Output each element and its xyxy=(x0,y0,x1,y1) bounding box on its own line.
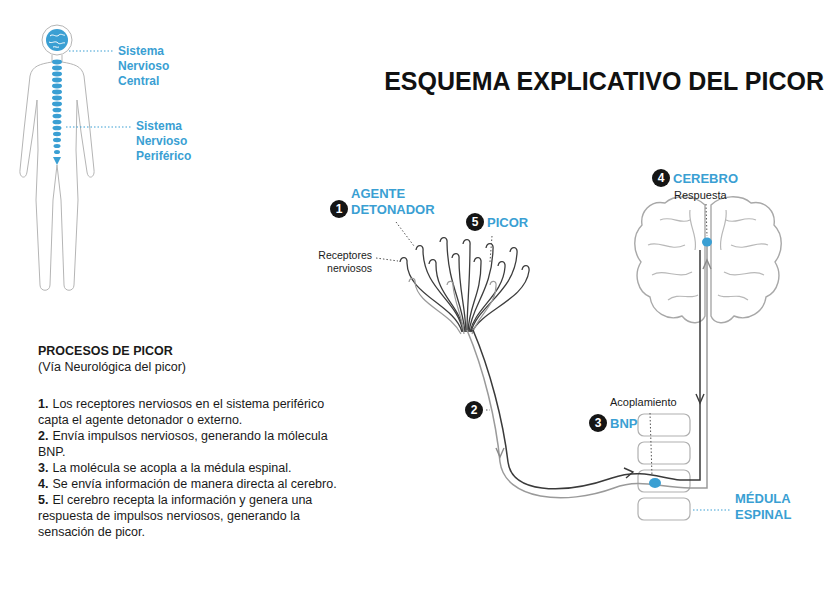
step-number: 5. xyxy=(38,493,48,507)
callout-number: 5 xyxy=(466,213,484,231)
callout-node: 5PICOR xyxy=(466,213,528,231)
diagram-title: ESQUEMA EXPLICATIVO DEL PICOR xyxy=(384,66,824,96)
section-heading: PROCESOS DE PICOR xyxy=(38,343,173,359)
receptor-branch xyxy=(416,246,463,332)
process-step: 5.El cerebro recepta la información y ge… xyxy=(38,492,356,540)
diagram-leaders xyxy=(376,204,707,476)
brain-outline xyxy=(635,197,782,323)
nerve-pathway xyxy=(473,250,700,489)
callout-number: 2 xyxy=(465,401,483,419)
leader-line xyxy=(396,222,414,246)
leader-line xyxy=(66,127,132,128)
receptor-branch xyxy=(469,244,493,332)
callout-label: PICOR xyxy=(487,215,528,231)
step-number: 1. xyxy=(38,397,48,411)
vertebra xyxy=(638,498,690,520)
part-label: Respuesta xyxy=(674,189,727,202)
leader-line xyxy=(376,258,398,261)
system-label: Sistema Nervioso Central xyxy=(118,44,169,89)
leader-line xyxy=(693,510,731,511)
callout-node: 2 xyxy=(465,401,483,419)
vertebra xyxy=(638,442,690,464)
process-step: 4. Se envía información de manera directa… xyxy=(38,476,356,492)
bnp-dot xyxy=(649,478,661,488)
step-text: El cerebro recepta la información y gene… xyxy=(38,493,312,539)
part-label: Receptores nerviosos xyxy=(318,249,372,275)
brain-hemisphere xyxy=(711,197,781,323)
part-label: Acoplamiento xyxy=(610,396,677,409)
process-step: 1.Los receptores nerviosos en el sistema… xyxy=(38,396,356,428)
step-text: Se envía información de manera directa a… xyxy=(52,477,336,491)
brain-gyri xyxy=(718,210,768,300)
direction-arrows xyxy=(496,260,711,478)
system-label: Sistema Nervioso Periférico xyxy=(136,119,191,164)
receptor-branch xyxy=(400,258,462,332)
head-outline xyxy=(42,25,72,55)
callout-node: 3BNP xyxy=(589,414,637,432)
receptor-branch xyxy=(447,281,464,334)
callout-number: 1 xyxy=(330,200,348,218)
receptor-branch xyxy=(471,248,517,332)
step-text: La molécula se acopla a la médula espina… xyxy=(52,461,291,475)
callout-number: 3 xyxy=(589,414,607,432)
nerve-receptors-grey xyxy=(409,278,496,334)
diagram-leaders-blue xyxy=(693,510,731,511)
receptor-branch xyxy=(472,281,496,334)
part-label: MÉDULA ESPINAL xyxy=(735,491,791,523)
leader-line xyxy=(706,204,707,236)
spine-dots xyxy=(52,60,62,165)
leader-line xyxy=(69,51,114,52)
leader-line xyxy=(486,410,490,411)
brain-folds xyxy=(648,210,768,300)
step-text: Envía impulsos nerviosos, generando la m… xyxy=(38,429,328,459)
process-step: 2.Envía impulsos nerviosos, generando la… xyxy=(38,428,356,460)
process-list: 1.Los receptores nerviosos en el sistema… xyxy=(38,396,356,540)
step-number: 2. xyxy=(38,429,48,443)
leader-line xyxy=(650,413,652,476)
callout-node: 4CEREBRO xyxy=(652,169,738,187)
callout-node: 1AGENTE DETONADOR xyxy=(330,186,435,218)
brain-gyri xyxy=(648,210,698,300)
section-subheading: (Vía Neurológica del picor) xyxy=(38,359,186,375)
arrow-head xyxy=(624,468,633,478)
body-outline xyxy=(20,55,94,290)
callout-label: BNP xyxy=(610,416,637,432)
callout-number: 4 xyxy=(652,169,670,187)
callout-label: CEREBRO xyxy=(673,171,738,187)
receptor-branch xyxy=(463,240,470,332)
arrow-head xyxy=(496,448,504,457)
vertebra xyxy=(638,470,690,492)
brain-folds xyxy=(49,34,65,47)
brain-dot xyxy=(702,238,712,247)
arrow-head xyxy=(703,260,711,269)
small-brain xyxy=(46,29,68,51)
callout-label: AGENTE DETONADOR xyxy=(351,186,435,218)
step-number: 3. xyxy=(38,461,48,475)
nerve-pathway xyxy=(467,246,707,498)
vertebra xyxy=(638,414,690,436)
step-number: 4. xyxy=(38,477,48,491)
spinal-vertebrae xyxy=(638,414,690,520)
body-figure xyxy=(20,25,94,290)
nerve-receptors xyxy=(400,238,529,332)
leader-line xyxy=(490,236,492,262)
receptor-branch xyxy=(472,266,529,332)
arrow-head xyxy=(696,394,704,403)
process-step: 3. La molécula se acopla a la médula espi… xyxy=(38,460,356,476)
step-text: Los receptores nerviosos en el sistema p… xyxy=(38,397,324,427)
brain-hemisphere xyxy=(635,197,705,323)
